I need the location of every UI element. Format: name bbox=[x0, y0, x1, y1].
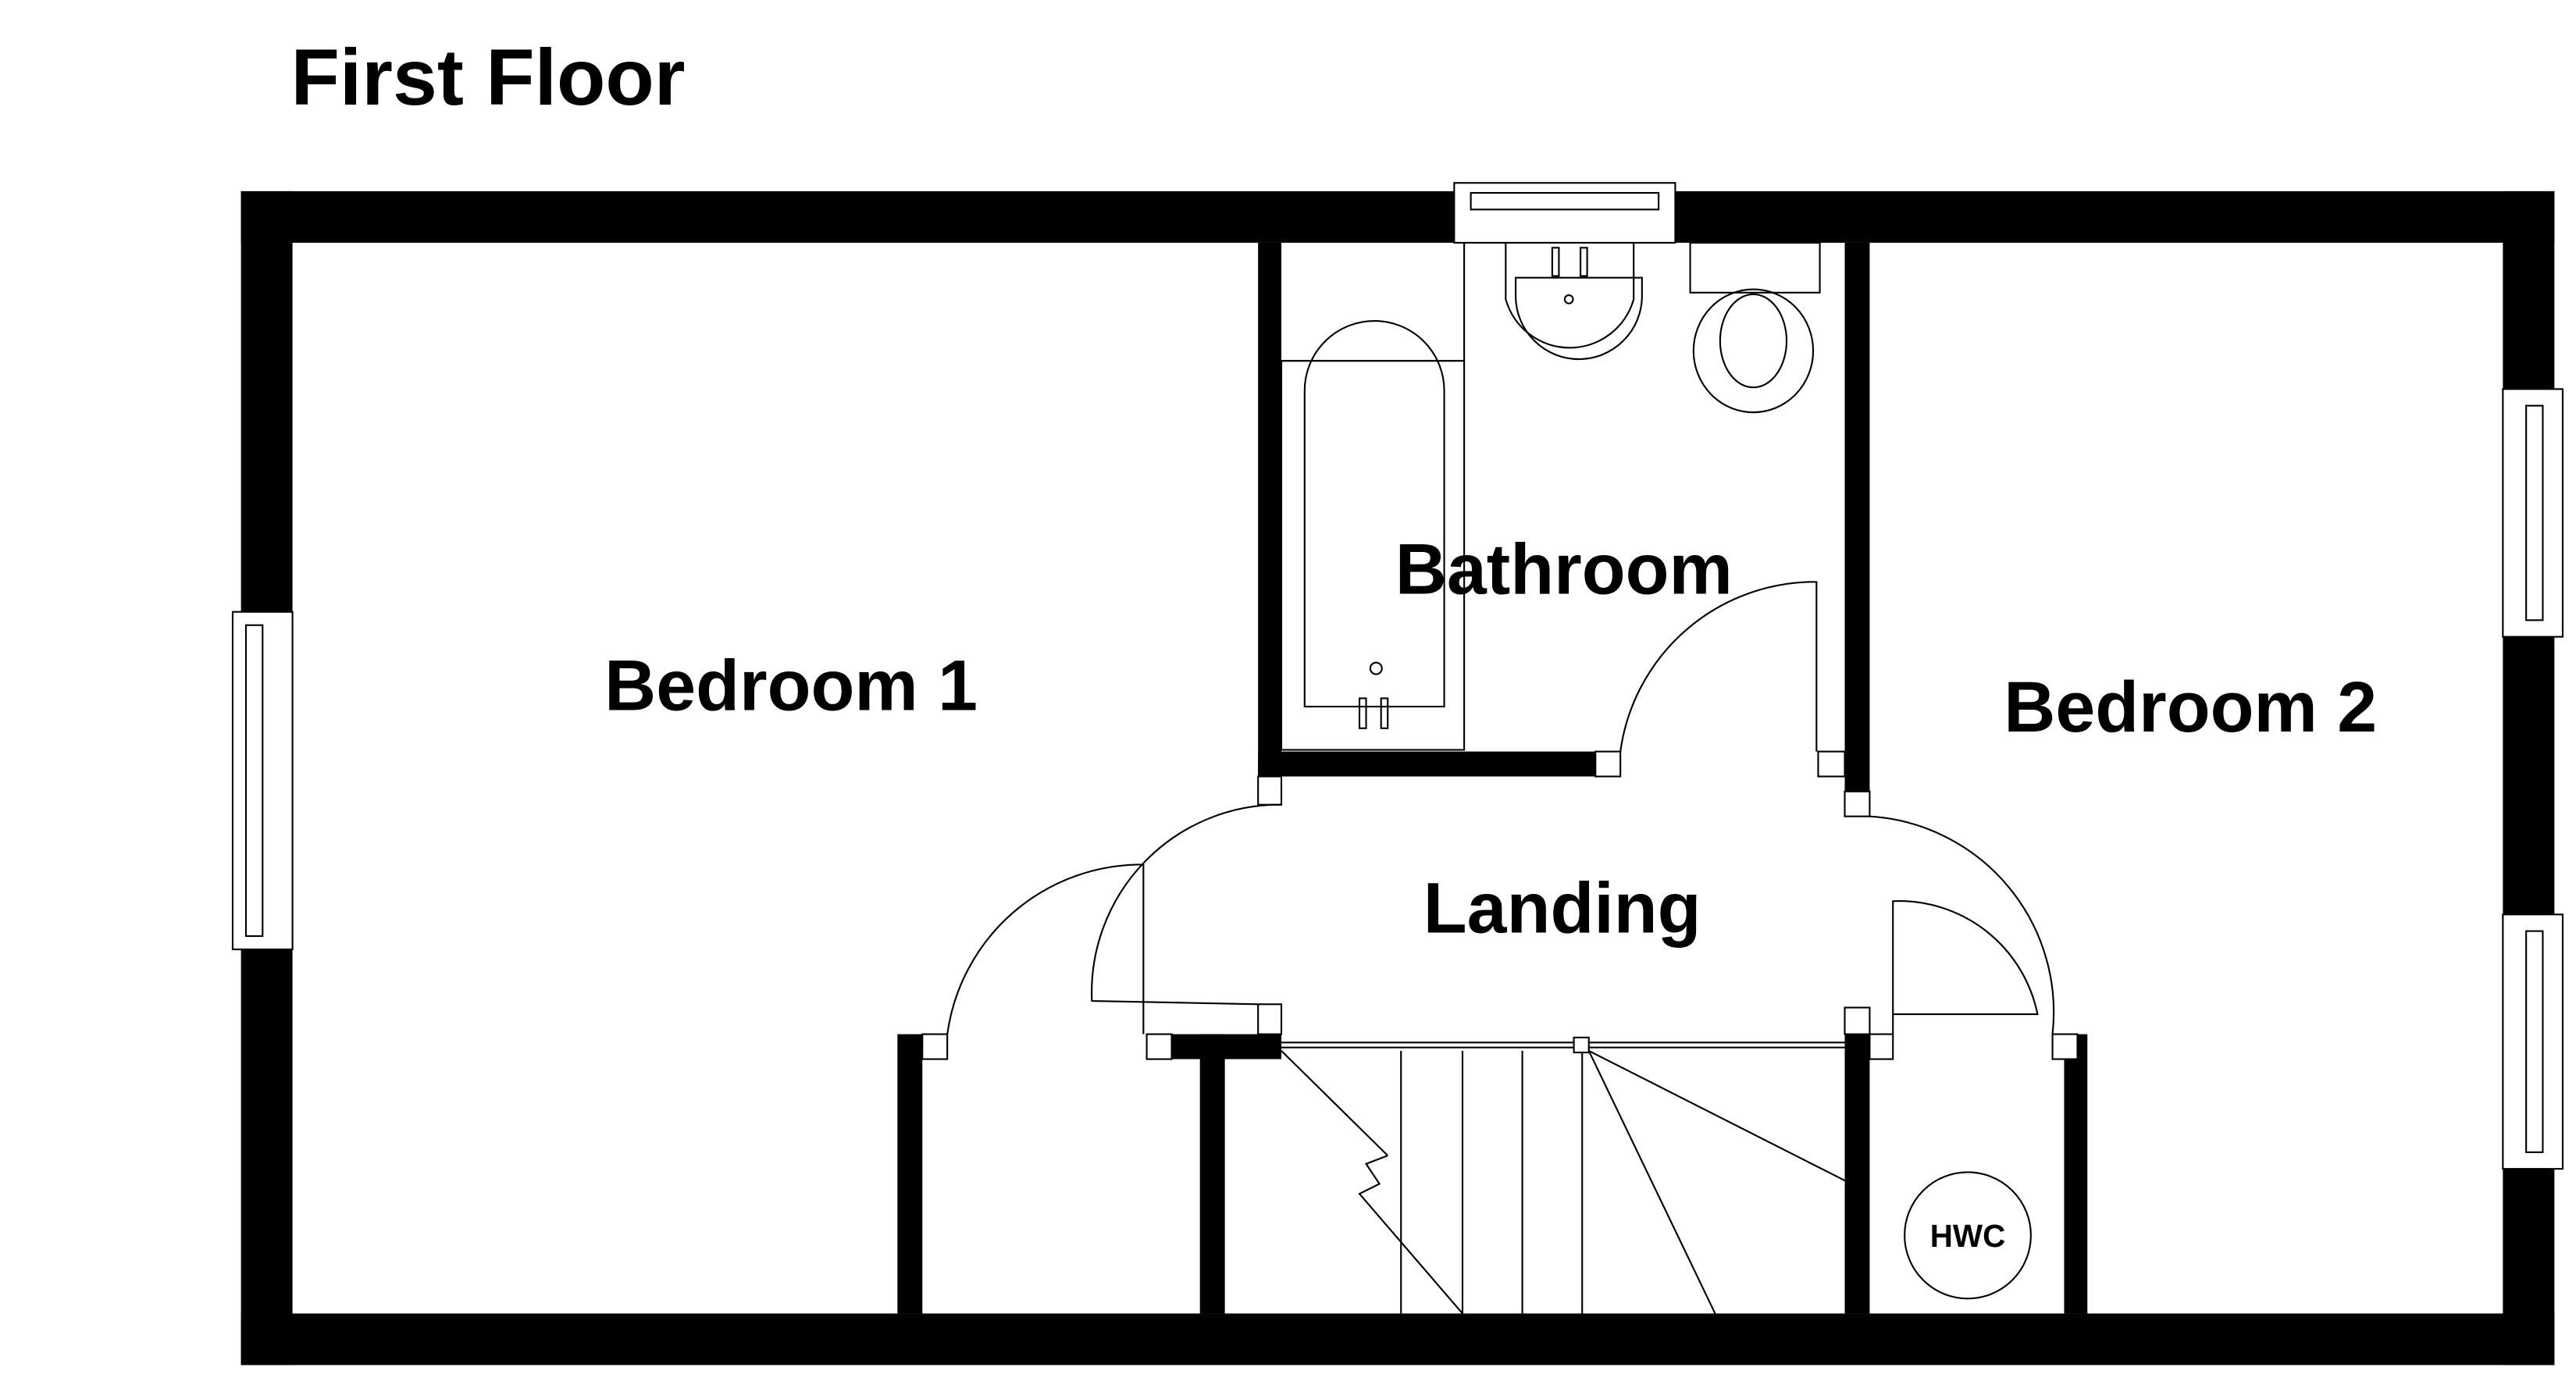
room-label-bathroom: Bathroom bbox=[1395, 529, 1733, 609]
doors bbox=[946, 581, 2055, 1034]
bathtub bbox=[1280, 242, 1466, 751]
room-label-bedroom1: Bedroom 1 bbox=[604, 646, 978, 725]
window-top bbox=[1453, 182, 1676, 244]
plan-title: First Floor bbox=[290, 32, 685, 122]
interior-walls bbox=[897, 242, 2088, 1314]
room-label-landing: Landing bbox=[1423, 869, 1701, 949]
outer-walls bbox=[240, 190, 2555, 1365]
washbasin bbox=[1505, 242, 1643, 361]
room-label-bedroom2: Bedroom 2 bbox=[2004, 668, 2377, 747]
staircase bbox=[1281, 1036, 1845, 1315]
window-right-lower bbox=[2502, 913, 2564, 1170]
hwc-label: HWC bbox=[1930, 1218, 2006, 1254]
toilet bbox=[1689, 241, 1821, 414]
windows bbox=[231, 182, 2564, 1170]
window-right-upper bbox=[2502, 388, 2564, 638]
window-left bbox=[231, 611, 294, 951]
hot-water-cylinder bbox=[1904, 1171, 2032, 1300]
